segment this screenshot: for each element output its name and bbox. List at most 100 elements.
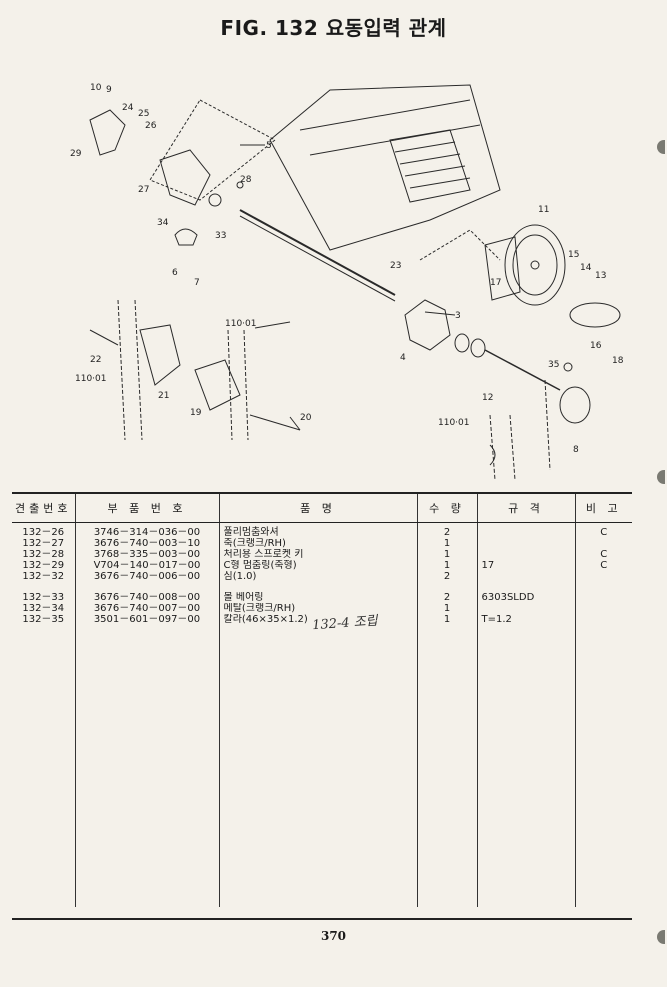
header-note: 비 고 — [575, 494, 632, 523]
table-filler-row — [12, 625, 632, 907]
part-name-cell: 심(1.0) — [219, 571, 418, 582]
spec-cell — [477, 538, 576, 549]
note-cell: C — [600, 549, 608, 560]
ref-cell: 132－27 — [12, 538, 76, 549]
spec-cell — [477, 522, 576, 538]
note-cell — [575, 614, 632, 625]
ref-cell: 132－35 — [12, 614, 76, 625]
quantity-cell: 1 — [417, 614, 478, 625]
svg-text:14: 14 — [580, 263, 592, 273]
svg-text:13: 13 — [595, 271, 606, 281]
svg-text:110·01: 110·01 — [225, 319, 257, 329]
quantity-cell: 1 — [417, 603, 478, 614]
svg-text:24: 24 — [122, 103, 134, 113]
svg-text:25: 25 — [138, 109, 149, 119]
shaft — [239, 209, 396, 296]
binder-hole-mark — [657, 140, 665, 154]
note-cell — [575, 571, 632, 582]
quantity-cell: 2 — [417, 522, 478, 538]
table-row: 132－28 3768－335－003－00 처리용 스프로켓 키 1 C — [12, 549, 632, 560]
header-quantity: 수 량 — [417, 494, 478, 523]
quantity-cell: 1 — [417, 538, 478, 549]
table-row: 132－35 3501－601－097－00 칼라(46×35×1.2) 1 T… — [12, 614, 632, 625]
svg-text:33: 33 — [215, 231, 226, 241]
part-name-cell: 축(크랭크/RH) — [219, 538, 418, 549]
svg-text:20: 20 — [300, 413, 312, 423]
table-row: 132－26 3746－314－036－00 풀리멈춤와셔 2 C — [12, 522, 632, 538]
table-header-row: 견출번호 부 품 번 호 품 명 수 량 규 격 비 고 — [12, 494, 632, 523]
part-name-cell: 메탈(크랭크/RH) — [219, 603, 418, 614]
part-number-cell: 3676－740－008－00 — [75, 592, 220, 603]
ref-cell: 132－28 — [12, 549, 76, 560]
parts-table-container: 견출번호 부 품 번 호 품 명 수 량 규 격 비 고 132－26 3746… — [12, 492, 632, 920]
svg-text:7: 7 — [194, 278, 200, 288]
part-number-cell: 3676－740－006－00 — [75, 571, 220, 582]
note-cell — [575, 592, 632, 603]
part-number-cell: V704－140－017－00 — [75, 560, 220, 571]
ref-cell: 132－29 — [12, 560, 76, 571]
table-row: 132－27 3676－740－003－10 축(크랭크/RH) 1 — [12, 538, 632, 549]
binder-hole-mark — [657, 470, 665, 484]
svg-text:23: 23 — [390, 261, 401, 271]
svg-text:35: 35 — [548, 360, 559, 370]
header-part-name: 품 명 — [219, 494, 418, 523]
spec-cell: 6303SLDD — [477, 592, 576, 603]
parts-table: 견출번호 부 품 번 호 품 명 수 량 규 격 비 고 132－26 3746… — [12, 494, 632, 907]
svg-text:9: 9 — [106, 85, 112, 95]
part-name-cell: 볼 베어링 — [219, 592, 418, 603]
note-cell — [575, 538, 632, 549]
ref-cell: 132－26 — [12, 522, 76, 538]
lever-arm — [89, 109, 126, 156]
bearing-housing — [404, 299, 451, 351]
part-number-cell: 3746－314－036－00 — [75, 522, 220, 538]
header-part-number: 부 품 번 호 — [75, 494, 220, 523]
table-row: 132－34 3676－740－007－00 메탈(크랭크/RH) 1 — [12, 603, 632, 614]
svg-text:29: 29 — [70, 149, 82, 159]
svg-text:110·01: 110·01 — [438, 418, 470, 428]
spec-cell — [477, 603, 576, 614]
ref-cell: 132－34 — [12, 603, 76, 614]
svg-text:18: 18 — [612, 356, 624, 366]
part-name-cell: C형 멈춤링(축형) — [219, 560, 418, 571]
svg-text:27: 27 — [138, 185, 149, 195]
quantity-cell: 2 — [417, 592, 478, 603]
svg-text:12: 12 — [482, 393, 493, 403]
table-spacer-row — [12, 582, 632, 592]
cover-housing — [269, 84, 501, 251]
note-cell: C — [600, 560, 608, 571]
part-number-cell: 3676－740－003－10 — [75, 538, 220, 549]
spec-cell: 17 — [477, 560, 576, 571]
svg-text:110·01: 110·01 — [75, 374, 107, 384]
svg-text:8: 8 — [573, 445, 579, 455]
header-ref: 견출번호 — [12, 494, 76, 523]
quantity-cell: 2 — [417, 571, 478, 582]
table-row: 132－29 V704－140－017－00 C형 멈춤링(축형) 1 17 C — [12, 560, 632, 571]
svg-text:19: 19 — [190, 408, 202, 418]
page-number: 370 — [320, 929, 347, 943]
svg-text:34: 34 — [157, 218, 169, 228]
svg-text:11: 11 — [538, 205, 549, 215]
svg-text:10: 10 — [90, 83, 102, 93]
spec-cell — [477, 571, 576, 582]
figure-title: FIG. 132 요동입력 관계 — [220, 16, 447, 40]
table-row: 132－33 3676－740－008－00 볼 베어링 2 6303SLDD — [12, 592, 632, 603]
svg-text:28: 28 — [240, 175, 252, 185]
spec-cell: T=1.2 — [477, 614, 576, 625]
part-name-cell: 풀리멈춤와셔 — [219, 522, 418, 538]
svg-text:26: 26 — [145, 121, 157, 131]
svg-text:4: 4 — [400, 353, 406, 363]
ref-cell: 132－32 — [12, 571, 76, 582]
quantity-cell: 1 — [417, 549, 478, 560]
svg-text:16: 16 — [590, 341, 602, 351]
svg-text:17: 17 — [490, 278, 501, 288]
svg-text:15: 15 — [568, 250, 579, 260]
note-cell — [575, 603, 632, 614]
part-number-cell: 3768－335－003－00 — [75, 549, 220, 560]
svg-text:3: 3 — [455, 311, 461, 321]
part-name-cell: 처리용 스프로켓 키 — [219, 549, 418, 560]
svg-text:5: 5 — [266, 141, 272, 151]
part-name-cell: 칼라(46×35×1.2) — [219, 614, 418, 625]
svg-text:22: 22 — [90, 355, 101, 365]
header-spec: 규 격 — [477, 494, 576, 523]
